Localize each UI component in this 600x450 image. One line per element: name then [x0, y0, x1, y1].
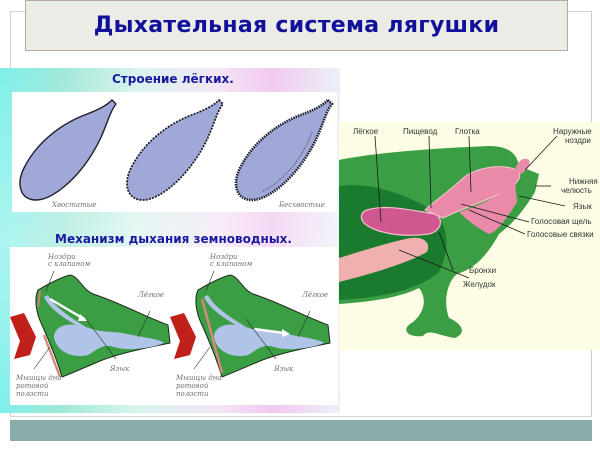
tongue-label: Язык [110, 365, 130, 373]
caption-tailless: Бесхвостые [279, 201, 325, 209]
muscle-label-2: ротовой [176, 382, 209, 390]
muscle-label-2: ротовой [16, 382, 49, 390]
lung-label: Лёгкое [138, 291, 165, 299]
breathing-mechanism-heading: Механизм дыхания земноводных. [55, 232, 292, 246]
label-lung: Лёгкое [353, 127, 379, 136]
label-stomach: Желудок [463, 280, 496, 289]
frog-anatomy-figure: Лёгкое Пищевод Глотка Наружные ноздри Ни… [339, 122, 600, 350]
muscle-label: Мышцы дна [176, 374, 222, 382]
inhale-diagram [10, 270, 171, 378]
nostril-label: Ноздри [48, 253, 76, 261]
exhale-diagram [170, 270, 331, 378]
lung-structure-heading: Строение лёгких. [112, 72, 234, 86]
lung-types-figure: Хвостатые Бесхвостые [12, 92, 337, 212]
muscle-label: Мышцы дна [16, 374, 62, 382]
folded-lung-icon [126, 98, 225, 201]
label-esophagus: Пищевод [403, 127, 438, 136]
lung-label: Лёгкое [302, 291, 329, 299]
label-vocal-cords: Голосовые связки [527, 230, 594, 239]
breathing-mechanism-figure: Ноздри с клапаном Лёгкое Язык Мышцы дна … [10, 247, 338, 405]
label-glottis: Голосовая щель [531, 217, 592, 226]
nostril-label-2: с клапаном [210, 260, 253, 268]
muscle-label-3: полости [16, 390, 49, 398]
muscle-label-3: полости [176, 390, 209, 398]
label-lower-jaw: Нижняя [569, 177, 598, 186]
tongue-label: Язык [274, 365, 294, 373]
label-lower-jaw-2: челюсть [561, 186, 592, 195]
lung-organ-icon [360, 206, 441, 236]
pressure-arrow-icon [170, 313, 196, 359]
smooth-lung-icon [19, 99, 117, 201]
footer-bar [10, 420, 592, 441]
slide-title: Дыхательная система лягушки [93, 13, 500, 38]
label-nostrils-2: ноздри [565, 136, 591, 145]
caption-tailed: Хвостатые [52, 201, 97, 209]
label-bronchi: Бронхи [469, 266, 497, 275]
label-pharynx: Глотка [455, 127, 480, 136]
nostril-label: Ноздри [210, 253, 238, 261]
alveolar-lung-icon [234, 98, 334, 202]
pressure-arrow-icon [10, 313, 36, 359]
label-nostrils: Наружные [553, 127, 592, 136]
slide-title-box: Дыхательная система лягушки [25, 0, 568, 51]
label-tongue: Язык [573, 202, 592, 211]
nostril-label-2: с клапаном [48, 260, 91, 268]
